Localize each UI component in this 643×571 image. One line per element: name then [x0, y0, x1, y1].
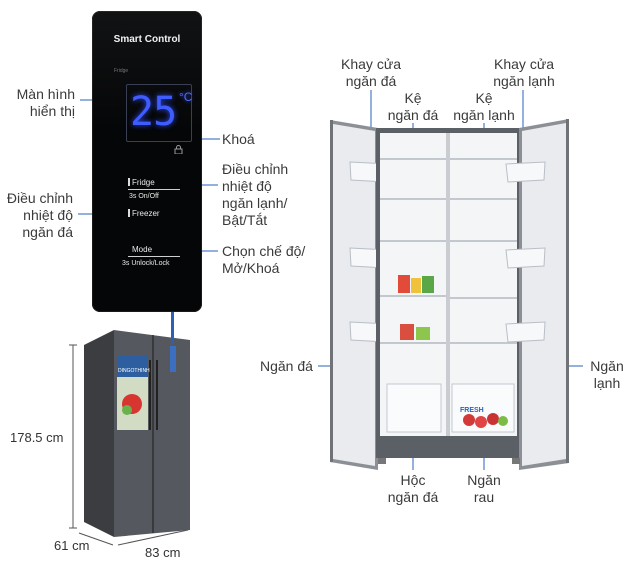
label-freezer-door-tray: Khay cửa ngăn đá: [341, 56, 401, 89]
depth-dim-line: [78, 532, 114, 546]
drawer-fresh-text: FRESH: [460, 407, 484, 414]
fridge-button[interactable]: Fridge: [128, 178, 155, 187]
label-freezer-drawer: Hộc ngăn đá: [387, 472, 439, 505]
mode-button[interactable]: Mode: [132, 245, 153, 254]
label-vegetable-drawer: Ngăn rau: [467, 472, 501, 505]
frozen-food-items: [398, 275, 434, 340]
lock-icon[interactable]: [174, 145, 183, 154]
freezer-button-label: Freezer: [132, 209, 160, 218]
label-fridge-shelf: Kệ ngăn lạnh: [453, 90, 515, 123]
width-dim-line: [117, 529, 189, 546]
freezer-button[interactable]: Freezer: [128, 209, 160, 218]
label-display: Màn hình hiển thị: [16, 86, 75, 119]
freezer-bar-icon: [128, 209, 130, 217]
depth-dimension: 61 cm: [54, 538, 90, 553]
display-caption: Fridge: [114, 68, 129, 74]
mode-button-hint: 3s Unlock/Lock: [122, 260, 170, 267]
height-dimension: 178.5 cm: [10, 430, 64, 445]
fridge-bar-icon: [128, 178, 130, 186]
panel-connector: [171, 312, 174, 344]
freezer-drawer-box: [386, 383, 442, 433]
label-freezer-compartment: Ngăn đá: [260, 358, 313, 374]
temperature-unit: °C: [179, 90, 193, 104]
label-fridge-compartment: Ngăn lạnh: [590, 358, 624, 391]
fridge-door-tray: [505, 161, 546, 183]
door-control-strip: [170, 346, 176, 372]
control-panel: Smart Control Fridge 25 °C Fridge 3s On/…: [92, 11, 202, 312]
label-freezer-shelf: Kệ ngăn đá: [387, 90, 439, 123]
label-freezer-adjust: Điều chỉnh nhiệt độ ngăn đá: [6, 190, 73, 240]
fridge-button-hint: 3s On/Off: [129, 193, 159, 200]
label-fridge-adjust: Điều chỉnh nhiệt độ ngăn lạnh/ Bật/Tắt: [222, 161, 289, 228]
fridge-button-label: Fridge: [132, 178, 155, 187]
vegetables: [463, 413, 508, 428]
temperature-readout: 25: [130, 89, 177, 135]
label-mode: Chọn chế độ/ Mở/Khoá: [222, 243, 306, 276]
label-fridge-door-tray: Khay cửa ngăn lạnh: [493, 56, 555, 89]
temperature-display: [126, 84, 192, 142]
panel-title: Smart Control: [113, 34, 181, 45]
width-dimension: 83 cm: [145, 545, 181, 560]
door-screen-text: DINGOTHINH: [118, 368, 150, 374]
label-lock: Khoá: [222, 131, 255, 147]
